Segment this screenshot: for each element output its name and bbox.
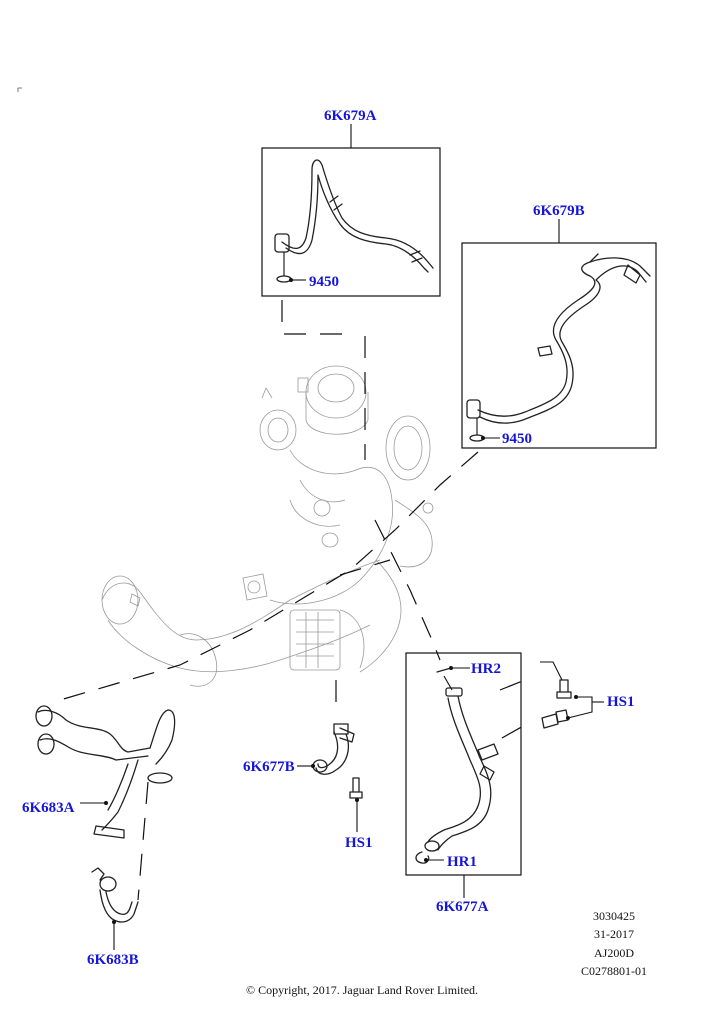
callout-HR2: HR2 <box>471 661 501 677</box>
seal-HR2 <box>436 666 470 691</box>
catalog-reference: C0278801-01 <box>581 964 647 978</box>
callout-HS1-center: HS1 <box>345 835 373 851</box>
corner-mark <box>17 87 22 92</box>
part-6K683B <box>91 867 139 950</box>
callout-6K683A: 6K683A <box>22 800 75 816</box>
copyright-notice: © Copyright, 2017. Jaguar Land Rover Lim… <box>245 983 479 997</box>
callout-6K677A: 6K677A <box>436 899 489 915</box>
pipe-6K677A <box>424 687 499 852</box>
illustration-date: 31-2017 <box>594 927 634 941</box>
engine-code: AJ200D <box>593 946 634 960</box>
callout-6K683B: 6K683B <box>87 952 139 968</box>
callout-9450-a: 9450 <box>309 274 339 290</box>
callout-6K677B: 6K677B <box>243 759 295 775</box>
part-6K683A <box>35 705 176 839</box>
callout-6K679A: 6K679A <box>324 108 377 124</box>
washer-9450-b <box>469 418 500 442</box>
part-6K677B <box>297 723 363 832</box>
pipe-6K679B <box>466 253 651 424</box>
box-6K679B <box>461 219 657 449</box>
washer-9450-a <box>276 252 306 283</box>
callout-9450-b: 9450 <box>502 431 532 447</box>
box-6K679A <box>261 124 441 297</box>
illustration-number: 3030425 <box>593 909 635 923</box>
box-6K677A <box>405 652 522 898</box>
pipe-6K679A <box>274 159 434 273</box>
studs-HS1 <box>540 661 604 729</box>
callout-HR1: HR1 <box>447 854 477 870</box>
callout-6K679B: 6K679B <box>533 203 585 219</box>
callout-HS1-right: HS1 <box>607 694 635 710</box>
dashed-leaders <box>59 300 526 901</box>
seal-HR1 <box>415 851 444 864</box>
turbocharger-assembly <box>101 365 434 687</box>
